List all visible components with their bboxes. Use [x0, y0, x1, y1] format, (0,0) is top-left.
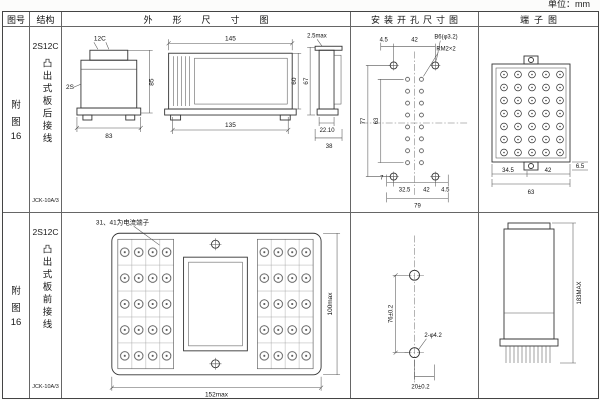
dim-label: 79	[414, 203, 421, 209]
hole-grid-label: RM2×2	[436, 46, 455, 52]
structure-row2: 2S12C 凸出式板前接线 JCK-10A/3	[30, 213, 62, 398]
mounting-cell-row1: 4.5 42 B6(φ3.2) RM2×2 77 63 7 32.5 42 4.…	[351, 27, 479, 213]
dim-label: 2.5max	[307, 33, 327, 39]
dim-label: 4.5	[380, 37, 389, 43]
mounting-hole-drawing-rear: 4.5 42 B6(φ3.2) RM2×2 77 63 7 32.5 42 4.…	[360, 34, 469, 209]
dim-label: 22.10	[320, 127, 336, 133]
drill-pattern	[360, 40, 469, 202]
dimension-table: 图号 结构 外形尺寸图 安装开孔尺寸图 端子图 附 图 16 2S12C 凸出式…	[2, 11, 599, 399]
outline-cell-row2: 31、41为电流端子 152max 100max	[62, 213, 351, 398]
dim-label: 42	[423, 187, 430, 193]
dim-label: 20±0.2	[411, 384, 429, 390]
relay-side-view	[164, 38, 316, 134]
terminal-diagram-rear: 34.5 42 63 6.5	[491, 55, 588, 196]
drill-pattern	[392, 235, 435, 384]
dim-label: 85	[149, 78, 156, 86]
mount-style-label: 凸出式板后接线	[40, 58, 52, 146]
fig-char: 16	[10, 317, 22, 328]
current-terminal-note: 31、41为电流端子	[96, 217, 150, 226]
dim-label: 63	[374, 116, 380, 123]
outline-drawing-rear: 12C 2S 83 85 145 135 60	[66, 33, 343, 149]
dim-label: 6.5	[575, 164, 584, 170]
dim-label: 63	[527, 190, 534, 196]
socket-type-label: JCK-10A/3	[32, 198, 59, 204]
unit-label: 单位：mm	[548, 0, 590, 9]
socket-type-label: JCK-10A/3	[32, 384, 59, 390]
header-structure: 结构	[30, 12, 62, 27]
flange-plate	[109, 225, 341, 391]
relay-front-view	[73, 41, 153, 132]
model-label: 2S12C	[32, 227, 59, 237]
header-outline: 外形尺寸图	[62, 12, 351, 27]
fig-char: 图	[11, 303, 21, 314]
structure-row1: 2S12C 凸出式板后接线 JCK-10A/3	[30, 27, 62, 213]
dim-label: 77	[361, 117, 367, 124]
dim-label: 2S	[66, 84, 75, 91]
dim-label: 100max	[327, 291, 334, 315]
dim-label: 4.5	[441, 187, 450, 193]
header-mounting: 安装开孔尺寸图	[351, 12, 479, 27]
outline-drawing-front: 31、41为电流端子 152max 100max	[96, 217, 341, 398]
mounting-cell-row2: 76±0.2 2-φ4.2 20±0.2	[351, 213, 479, 398]
relay-end-view	[314, 38, 343, 141]
header-fig-no: 图号	[3, 12, 30, 27]
mount-style-label: 凸出式板前接线	[40, 244, 52, 332]
dim-label: 76±0.2	[389, 304, 395, 322]
dim-label: 32.5	[399, 187, 411, 193]
hole-size-label: 2-φ4.2	[424, 332, 441, 338]
dim-label: 42	[544, 168, 551, 174]
dim-label: 7	[380, 175, 383, 181]
model-label: 2S12C	[32, 41, 59, 51]
dim-label: 42	[411, 37, 418, 43]
fig-number-row1: 附 图 16	[3, 27, 30, 213]
dim-label: 183MAX	[577, 281, 583, 304]
fig-char: 16	[10, 131, 22, 142]
dim-label: 60	[291, 77, 298, 85]
fig-char: 图	[11, 117, 21, 128]
dim-label: 83	[105, 132, 113, 139]
thread-hole-label: B6(φ3.2)	[434, 34, 457, 40]
terminal-cell-row2: 183MAX	[479, 213, 598, 398]
terminal-side-view: 183MAX	[499, 222, 583, 363]
dim-label: 135	[225, 121, 236, 128]
dim-label: 145	[225, 35, 236, 42]
fig-char: 附	[11, 100, 21, 111]
dim-label: 12C	[94, 35, 106, 42]
outline-cell-row1: 12C 2S 83 85 145 135 60	[62, 27, 351, 213]
dim-label: 38	[326, 143, 333, 149]
relay-plugged-side-view	[499, 222, 576, 363]
fig-number-row2: 附 图 16	[3, 213, 30, 398]
terminal-cell-row1: 34.5 42 63 6.5	[479, 27, 598, 213]
dim-label: 152max	[205, 391, 229, 398]
dim-label: 67	[303, 77, 310, 85]
fig-char: 附	[11, 286, 21, 297]
mounting-hole-drawing-front: 76±0.2 2-φ4.2 20±0.2	[389, 235, 442, 390]
dim-label: 34.5	[502, 168, 514, 174]
terminal-block	[491, 55, 588, 187]
header-terminal: 端子图	[479, 12, 598, 27]
